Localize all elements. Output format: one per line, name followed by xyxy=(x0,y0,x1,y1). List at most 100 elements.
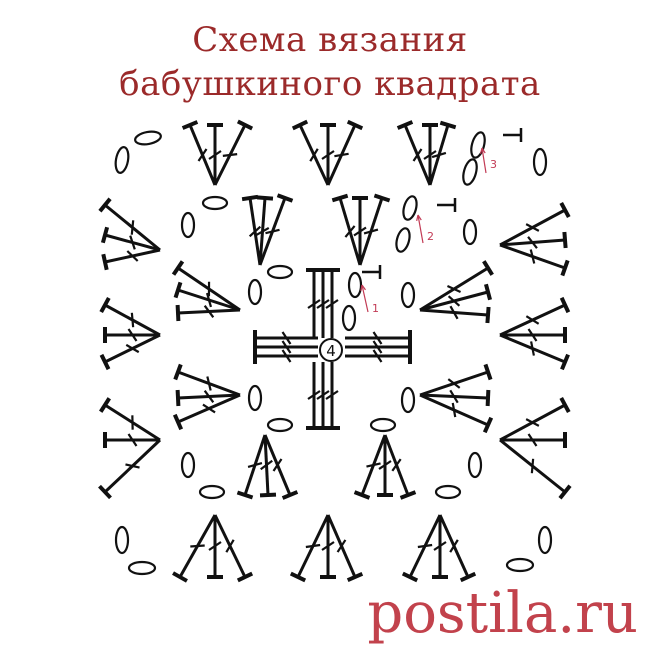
mid-right-fan-a-1 xyxy=(419,283,492,312)
outer-left-fan-2-0 xyxy=(99,397,161,442)
direction-arrow-round-1 xyxy=(361,284,369,313)
inner-left-dc-0 xyxy=(253,330,318,346)
chain-inner-tr xyxy=(347,271,363,299)
mid-right-fan-b-0 xyxy=(419,363,493,397)
outer-bottom-fan-0-1 xyxy=(207,515,223,579)
chain-mid-tr xyxy=(402,195,418,221)
outer-right-fan-2-2 xyxy=(499,438,572,500)
inner-bottom-dc-2 xyxy=(324,362,340,430)
chain-inner-bl-b xyxy=(266,417,294,433)
chain-corner-tl-a xyxy=(134,130,162,146)
chain-corner-tl-b xyxy=(114,146,130,174)
inner-top-dc-2 xyxy=(324,268,340,338)
mid-bottom-fan-a-2 xyxy=(263,434,299,500)
direction-arrow-round-2-head xyxy=(416,214,422,221)
chain-inner-br xyxy=(400,386,416,414)
chain-inner-br-b xyxy=(369,417,397,433)
chain-mid-tl-b xyxy=(180,211,196,239)
mid-top-fan-a-1 xyxy=(255,195,274,266)
chain-mid-br xyxy=(434,484,462,500)
outer-right-fan-2-0 xyxy=(499,397,571,442)
direction-arrow-round-1-head xyxy=(360,284,366,292)
outer-bottom-fan-1-0 xyxy=(289,514,330,583)
chain-mid-tl xyxy=(201,195,229,211)
chain-inner-bl xyxy=(247,384,263,412)
outer-bottom-fan-2-2 xyxy=(438,514,477,583)
outer-right-fan-0-1 xyxy=(499,231,568,249)
outer-left-fan-2-1 xyxy=(103,432,160,448)
direction-arrow-round-2 xyxy=(417,214,424,244)
mid-right-fan-b-1 xyxy=(419,389,491,407)
outer-left-fan-1-2 xyxy=(99,333,161,371)
inner-left-dc-2 xyxy=(253,348,318,364)
mid-right-fan-b-2 xyxy=(419,393,494,434)
outer-top-fan-2-2 xyxy=(428,120,457,186)
chain-mid-tr-b xyxy=(395,227,411,253)
mid-left-fan-b-0 xyxy=(173,363,241,397)
outer-left-fan-0-0 xyxy=(98,197,161,252)
diagram-title: Схема вязания бабушкиного квадрата xyxy=(0,18,660,106)
chain-mid-br-b xyxy=(467,451,483,479)
outer-bottom-fan-0-2 xyxy=(213,514,254,583)
inner-top-dc-0 xyxy=(306,268,322,338)
mid-bottom-fan-b-2 xyxy=(383,434,417,500)
mid-left-fan-a-0 xyxy=(171,260,241,312)
inner-right-dc-2 xyxy=(345,348,412,364)
chain-corner-bl-b xyxy=(127,560,157,576)
outer-right-fan-1-1 xyxy=(500,327,567,343)
outer-top-fan-1-0 xyxy=(291,119,330,186)
chain-corner-br-b xyxy=(537,525,553,555)
chain-mid-tr-c xyxy=(462,218,478,246)
outer-top-fan-2-0 xyxy=(396,120,432,186)
chain-inner-tr-b xyxy=(341,304,357,332)
mid-bottom-fan-a-0 xyxy=(236,434,267,500)
direction-arrow-round-3 xyxy=(481,147,487,174)
outer-top-fan-1-1 xyxy=(320,123,336,185)
chain-corner-tr-a xyxy=(470,131,486,159)
chain-corner-tr-b xyxy=(462,158,478,186)
outer-bottom-fan-1-1 xyxy=(320,515,336,579)
outer-right-fan-0-2 xyxy=(499,243,570,277)
outer-right-fan-0-0 xyxy=(499,202,571,247)
outer-left-fan-0-1 xyxy=(100,226,161,252)
outer-left-fan-0-2 xyxy=(101,248,161,271)
outer-bottom-fan-2-1 xyxy=(432,515,448,579)
round-label-1: 1 xyxy=(372,302,379,315)
inner-bottom-dc-0 xyxy=(306,362,322,430)
mid-bottom-fan-a-1 xyxy=(259,434,277,498)
inner-bottom-dc-1 xyxy=(315,362,331,430)
chain-mid-bl xyxy=(180,451,196,479)
inner-top-dc-1 xyxy=(315,268,331,338)
outer-top-fan-2-1 xyxy=(422,123,438,185)
chain-corner-br-a xyxy=(505,557,535,573)
chain-corner-tr-c xyxy=(532,147,548,177)
outer-top-fan-0-0 xyxy=(181,120,217,186)
outer-right-fan-2-1 xyxy=(500,432,567,448)
center-label: 4 xyxy=(326,342,336,360)
mid-left-fan-b-1 xyxy=(175,389,241,407)
outer-left-fan-1-0 xyxy=(99,297,161,337)
mid-bottom-fan-b-0 xyxy=(353,434,387,500)
outer-left-fan-1-1 xyxy=(103,327,160,343)
outer-bottom-fan-1-2 xyxy=(326,514,364,583)
outer-bottom-fan-2-0 xyxy=(401,514,442,583)
watermark: postila.ru xyxy=(367,581,638,646)
mid-top-fan-a-0 xyxy=(241,194,262,266)
mid-top-fan-b-0 xyxy=(331,193,362,266)
mid-left-fan-a-2 xyxy=(175,304,241,322)
chain-inner-tl xyxy=(266,264,294,280)
title-line-1: Схема вязания xyxy=(192,20,468,60)
mid-right-fan-a-2 xyxy=(419,305,491,324)
stitch-layer xyxy=(98,119,572,583)
inner-right-dc-1 xyxy=(345,339,412,355)
mid-left-fan-a-1 xyxy=(173,281,241,312)
mid-top-fan-b-2 xyxy=(358,193,391,266)
outer-right-fan-1-0 xyxy=(499,296,571,337)
mid-bottom-fan-b-1 xyxy=(377,435,393,497)
chain-corner-bl-a xyxy=(114,525,130,555)
chain-mid-bl-b xyxy=(198,484,226,500)
round-label-2: 2 xyxy=(427,230,434,243)
title-line-2: бабушкиного квадрата xyxy=(119,64,541,104)
center-ring-icon xyxy=(319,338,343,362)
